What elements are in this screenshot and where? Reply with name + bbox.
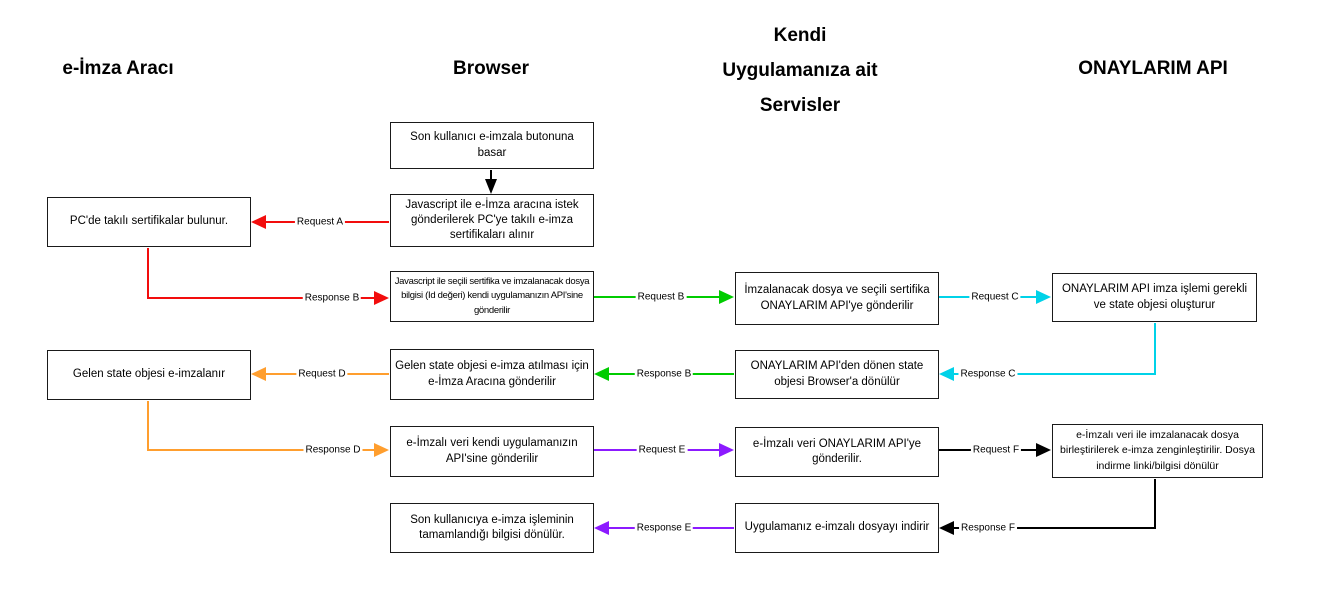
edge-label-response-c: Response C <box>958 368 1018 380</box>
node-api-enrich-signature: e-İmzalı veri ile imzalanacak dosya birl… <box>1052 424 1263 478</box>
node-browser-done-info: Son kullanıcıya e-imza işleminin tamamla… <box>390 503 594 553</box>
node-browser-send-selection: Javascript ile seçili sertifika ve imzal… <box>390 271 594 322</box>
node-browser-send-signed: e-İmzalı veri kendi uygulamanızın API'si… <box>390 426 594 477</box>
edge-response-b-red-arrowhead <box>374 291 389 305</box>
edge-label-response-e: Response E <box>634 522 694 534</box>
edge-request-b-arrowhead <box>719 290 734 304</box>
node-eimza-certs-found: PC'de takılı sertifikalar bulunur. <box>47 197 251 247</box>
node-services-send-signed: e-İmzalı veri ONAYLARIM API'ye gönderili… <box>735 427 939 477</box>
edge-click-to-getcerts-arrowhead <box>485 179 497 194</box>
edge-response-b-green-arrowhead <box>594 367 609 381</box>
node-browser-get-certs: Javascript ile e-İmza aracına istek gönd… <box>390 194 594 247</box>
edge-request-c-arrowhead <box>1036 290 1051 304</box>
edge-label-response-d: Response D <box>303 444 363 456</box>
edge-request-d-arrowhead <box>251 367 266 381</box>
edge-label-request-e: Request E <box>636 444 688 456</box>
edge-response-f-line <box>954 479 1156 529</box>
edge-response-c-arrowhead <box>939 367 954 381</box>
edge-label-request-d: Request D <box>296 368 348 380</box>
edge-response-b-red-line <box>147 248 374 299</box>
node-browser-click-sign: Son kullanıcı e-imzala butonuna basar <box>390 122 594 169</box>
edge-label-request-c: Request C <box>969 291 1021 303</box>
node-api-create-state: ONAYLARIM API imza işlemi gerekli ve sta… <box>1052 273 1257 322</box>
edge-response-f-arrowhead <box>939 521 954 535</box>
edge-response-d-line <box>147 401 374 451</box>
edge-response-d-arrowhead <box>374 443 389 457</box>
node-services-return-state: ONAYLARIM API'den dönen state objesi Bro… <box>735 350 939 399</box>
edge-label-response-f: Response F <box>959 522 1017 534</box>
node-services-download: Uygulamanız e-imzalı dosyayı indirir <box>735 503 939 553</box>
edge-label-request-a: Request A <box>294 216 346 228</box>
lane-header-onaylarim-api: ONAYLARIM API <box>1078 58 1228 79</box>
node-eimza-sign-state: Gelen state objesi e-imzalanır <box>47 350 251 400</box>
edge-request-f-arrowhead <box>1036 443 1051 457</box>
lane-header-browser: Browser <box>452 58 530 79</box>
edge-response-e-arrowhead <box>594 521 609 535</box>
edge-label-request-f: Request F <box>970 444 1022 456</box>
edge-request-e-arrowhead <box>719 443 734 457</box>
edge-response-c-line <box>954 323 1156 375</box>
lane-header-kendi-servisler: Kendi Uygulamanıza ait Servisler <box>722 25 878 117</box>
edge-label-response-b-red: Response B <box>302 292 362 304</box>
edge-request-a-arrowhead <box>251 215 266 229</box>
edge-label-request-b: Request B <box>635 291 687 303</box>
node-services-send-to-api: İmzalanacak dosya ve seçili sertifika ON… <box>735 272 939 325</box>
node-browser-forward-state: Gelen state objesi e-imza atılması için … <box>390 349 594 400</box>
edge-label-response-b-green: Response B <box>634 368 694 380</box>
lane-header-eimza-araci: e-İmza Aracı <box>62 58 174 79</box>
